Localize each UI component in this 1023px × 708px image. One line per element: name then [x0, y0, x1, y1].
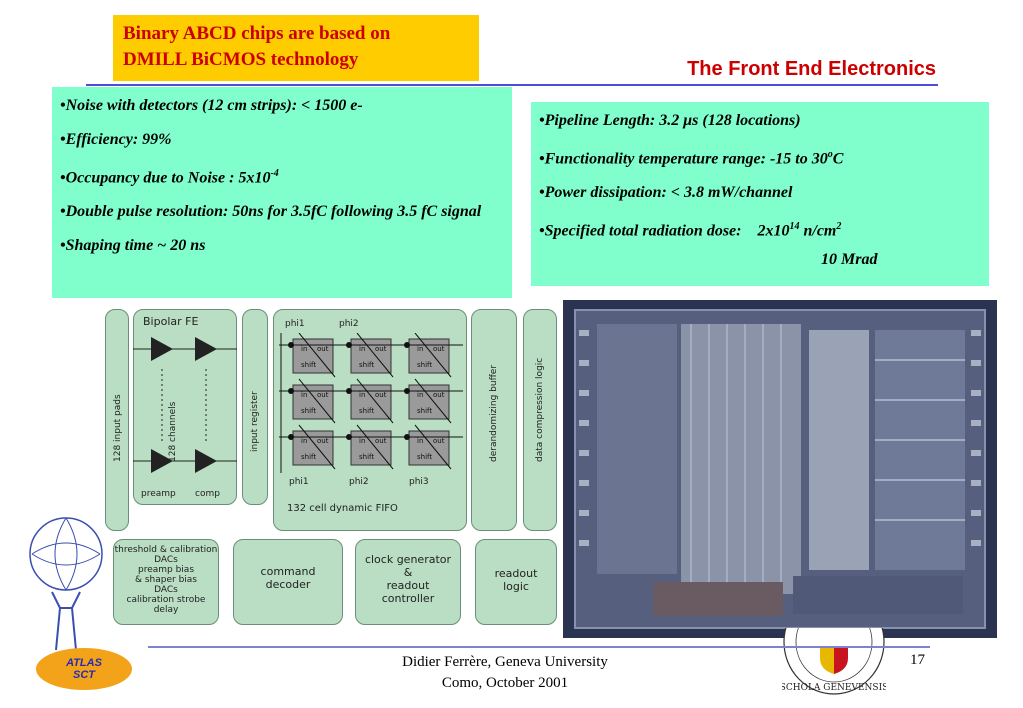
- bipolar-fe-label: Bipolar FE: [143, 315, 199, 328]
- phi1-top-label: phi1: [285, 319, 305, 329]
- delay-label: delay: [153, 605, 179, 615]
- atlas-sct-logo: ATLAS SCT: [36, 648, 132, 690]
- atlas-figure-logo: [29, 517, 103, 651]
- footer-venue: Como, October 2001: [441, 675, 569, 691]
- spec-efficiency: •Efficiency: 99%: [60, 131, 172, 148]
- clock-label-2: &: [403, 566, 413, 579]
- spec-occupancy: •Occupancy due to Noise : 5x10-4: [60, 168, 279, 187]
- spec-shaping: •Shaping time ~ 20 ns: [60, 237, 206, 255]
- phi1-bottom-label: phi1: [289, 477, 309, 487]
- svg-text:out: out: [433, 345, 445, 353]
- input-register-block: [242, 309, 268, 505]
- readout-label: readout: [494, 567, 538, 580]
- svg-text:in: in: [417, 437, 423, 445]
- threshold-dac-block: [113, 539, 219, 625]
- spec-noise: •Noise with detectors (12 cm strips): < …: [60, 97, 363, 114]
- svg-text:out: out: [375, 391, 387, 399]
- shaper-bias-label: & shaper bias: [134, 575, 197, 585]
- command-label: command: [260, 565, 316, 578]
- title-line-1: Binary ABCD chips are based on: [123, 23, 391, 44]
- svg-text:in: in: [359, 391, 365, 399]
- svg-text:out: out: [317, 437, 329, 445]
- header-rule: [86, 84, 938, 86]
- svg-text:in: in: [301, 391, 307, 399]
- svg-text:in: in: [301, 437, 307, 445]
- sct-label: SCT: [73, 669, 95, 681]
- svg-text:out: out: [317, 345, 329, 353]
- svg-text:shift: shift: [359, 361, 374, 369]
- input-register-label: input register: [250, 391, 260, 452]
- decoder-label: decoder: [265, 578, 311, 591]
- compression-label: data compression logic: [535, 357, 545, 462]
- svg-text:out: out: [375, 345, 387, 353]
- comp-label: comp: [195, 489, 220, 499]
- spec-pipeline: •Pipeline Length: 3.2 μs (128 locations): [539, 112, 801, 129]
- left-spec-box: •Noise with detectors (12 cm strips): < …: [52, 87, 512, 298]
- title-box: Binary ABCD chips are based on DMILL BiC…: [113, 15, 479, 81]
- input-pads-block: [105, 309, 129, 531]
- spec-temperature: •Functionality temperature range: -15 to…: [539, 149, 844, 168]
- command-decoder-block: [233, 539, 343, 625]
- chip-die-image: [563, 300, 997, 638]
- footer-author: Didier Ferrère, Geneva University: [402, 654, 608, 670]
- svg-text:in: in: [359, 345, 365, 353]
- svg-text:shift: shift: [359, 453, 374, 461]
- svg-text:out: out: [375, 437, 387, 445]
- clock-generator-block: [355, 539, 461, 625]
- svg-text:out: out: [433, 391, 445, 399]
- spec-radiation-mrad: 10 Mrad: [821, 250, 878, 268]
- compression-block: [523, 309, 557, 531]
- svg-text:out: out: [317, 391, 329, 399]
- bipolar-fe-block: [133, 309, 237, 505]
- derandomizing-block: [471, 309, 517, 531]
- svg-text:in: in: [301, 345, 307, 353]
- block-diagram: 128 input pads Bipolar FE 128 channels p…: [103, 307, 561, 627]
- preamp-label: preamp: [141, 489, 176, 499]
- spec-power: •Power dissipation: < 3.8 mW/channel: [539, 184, 793, 202]
- svg-text:out: out: [433, 437, 445, 445]
- svg-text:shift: shift: [417, 453, 432, 461]
- clock-label-4: controller: [381, 592, 435, 605]
- spec-double-pulse: •Double pulse resolution: 50ns for 3.5fC…: [60, 203, 482, 221]
- svg-text:shift: shift: [301, 453, 316, 461]
- right-spec-box: •Pipeline Length: 3.2 μs (128 locations)…: [531, 102, 989, 286]
- clock-label-3: readout: [386, 579, 430, 592]
- svg-text:in: in: [417, 345, 423, 353]
- phi3-bottom-label: phi3: [409, 477, 429, 487]
- svg-text:shift: shift: [301, 361, 316, 369]
- chip-photograph: [563, 300, 997, 638]
- strobe-label: calibration strobe: [126, 595, 206, 605]
- svg-text:in: in: [359, 437, 365, 445]
- clock-label-1: clock generator: [364, 553, 452, 566]
- title-line-2: DMILL BiCMOS technology: [123, 49, 359, 70]
- footer-rule: [148, 646, 930, 648]
- geneva-seal-text: SCHOLA GENEVENSIS: [782, 683, 886, 693]
- preamp-bias-label: preamp bias: [137, 565, 195, 575]
- derandomizing-label: derandomizing buffer: [489, 364, 499, 462]
- geneva-university-seal: SCHOLA GENEVENSIS: [782, 628, 886, 695]
- logic-label: logic: [503, 580, 529, 593]
- phi2-bottom-label: phi2: [349, 477, 369, 487]
- fe-amplifier-symbols: [133, 337, 237, 473]
- spec-radiation: •Specified total radiation dose: 2x1014 …: [539, 221, 842, 240]
- svg-text:shift: shift: [417, 361, 432, 369]
- svg-text:shift: shift: [417, 407, 432, 415]
- readout-logic-block: [475, 539, 557, 625]
- svg-text:in: in: [417, 391, 423, 399]
- fifo-label: 132 cell dynamic FIFO: [287, 503, 398, 514]
- section-title: The Front End Electronics: [687, 58, 936, 80]
- svg-text:shift: shift: [301, 407, 316, 415]
- page-number: 17: [910, 652, 925, 668]
- atlas-label: ATLAS: [66, 657, 102, 669]
- phi2-top-label: phi2: [339, 319, 359, 329]
- input-pads-label: 128 input pads: [113, 394, 123, 462]
- dacs-label: DACs: [154, 585, 178, 595]
- footer-text: Didier Ferrère, Geneva University Como, …: [360, 652, 650, 694]
- svg-text:shift: shift: [359, 407, 374, 415]
- threshold-label: threshold & calibration DACs: [114, 545, 218, 565]
